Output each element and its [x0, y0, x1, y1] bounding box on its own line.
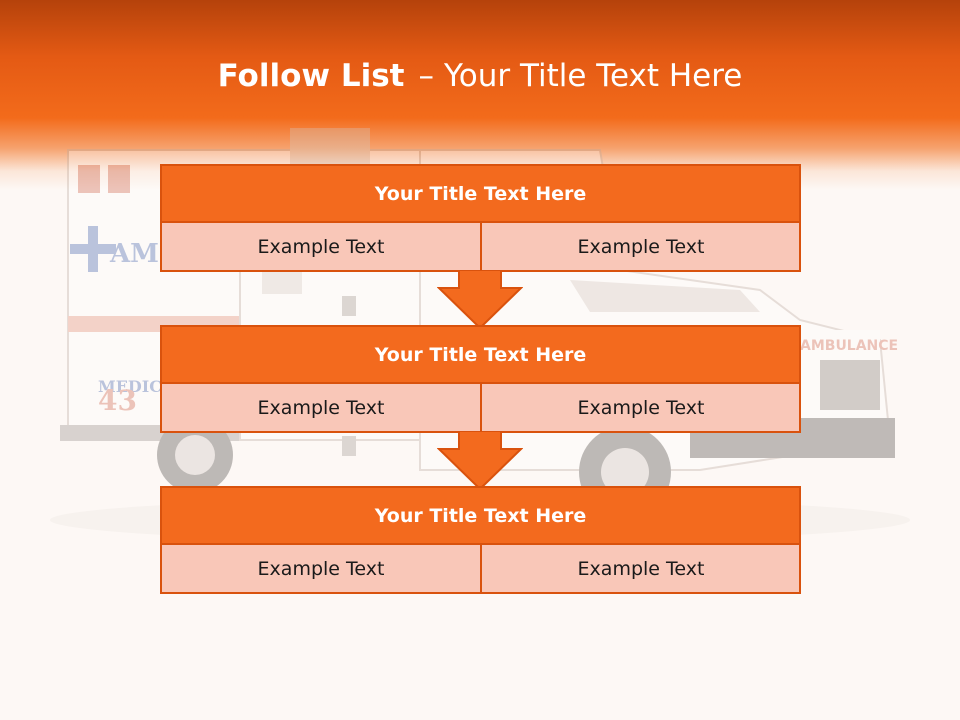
slide-title: Follow List–Your Title Text Here: [0, 52, 960, 100]
slide-title-bold: Follow List: [217, 58, 405, 94]
block-cell-left: Example Text: [162, 545, 482, 592]
down-arrow-icon: [437, 270, 523, 330]
svg-text:43: 43: [98, 384, 137, 417]
slide-title-separator: –: [418, 58, 434, 94]
list-block-3: Your Title Text Here Example Text Exampl…: [160, 486, 801, 594]
block-title: Your Title Text Here: [162, 327, 799, 384]
block-cell-left: Example Text: [162, 384, 482, 431]
title-banner: [0, 0, 960, 190]
down-arrow-icon: [437, 431, 523, 491]
block-cell-right: Example Text: [577, 557, 705, 580]
svg-text:AMBULANCE: AMBULANCE: [800, 338, 898, 354]
slide-title-rest: Your Title Text Here: [443, 58, 743, 94]
list-block-1: Your Title Text Here Example Text Exampl…: [160, 164, 801, 272]
block-cell-right: Example Text: [577, 235, 705, 258]
block-cell-right: Example Text: [577, 396, 705, 419]
block-cell-left: Example Text: [162, 223, 482, 270]
list-block-2: Your Title Text Here Example Text Exampl…: [160, 325, 801, 433]
svg-text:MEDIC: MEDIC: [98, 377, 162, 396]
block-title: Your Title Text Here: [162, 166, 799, 223]
block-title: Your Title Text Here: [162, 488, 799, 545]
